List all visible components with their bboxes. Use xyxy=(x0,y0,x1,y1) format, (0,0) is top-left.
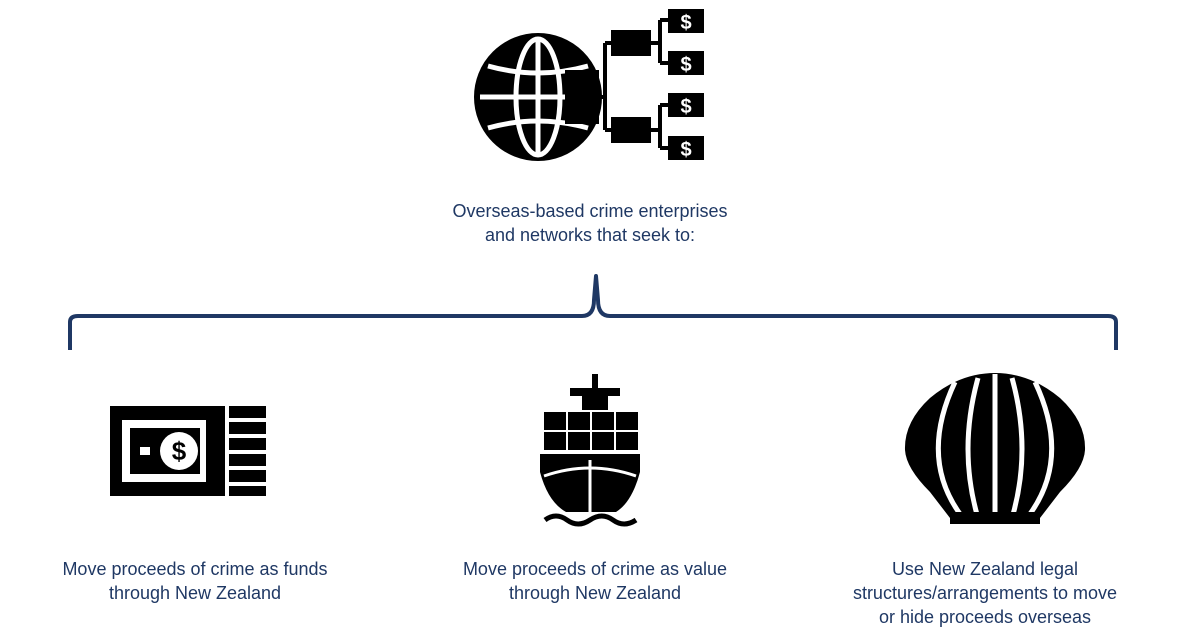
caption-move-funds-line1: Move proceeds of crime as funds xyxy=(62,559,328,579)
svg-text:$: $ xyxy=(680,96,691,118)
svg-text:$: $ xyxy=(680,54,691,76)
caption-legal-structures-line1: Use New Zealand legal xyxy=(891,559,1079,579)
money-transfer-icon: $ xyxy=(110,406,266,496)
caption-move-value: Move proceeds of crime as value through … xyxy=(400,557,790,605)
header-caption: Overseas-based crime enterprises and net… xyxy=(340,199,840,247)
caption-legal-structures: Use New Zealand legal structures/arrange… xyxy=(790,557,1180,629)
caption-legal-structures-line2: structures/arrangements to move xyxy=(852,583,1118,603)
header-caption-line2: and networks that seek to: xyxy=(484,225,696,245)
svg-text:$: $ xyxy=(680,12,691,34)
caption-move-value-line2: through New Zealand xyxy=(508,583,682,603)
header-caption-line1: Overseas-based crime enterprises xyxy=(452,201,728,221)
svg-text:$: $ xyxy=(680,139,691,161)
caption-move-value-line1: Move proceeds of crime as value xyxy=(462,559,728,579)
shell-icon xyxy=(904,373,1086,524)
cargo-ship-icon xyxy=(540,374,640,527)
caption-move-funds: Move proceeds of crime as funds through … xyxy=(0,557,390,605)
caption-legal-structures-line3: or hide proceeds overseas xyxy=(878,607,1092,627)
caption-move-funds-line2: through New Zealand xyxy=(108,583,282,603)
globe-network-money-icon: $ $ $ $ xyxy=(474,9,704,161)
svg-text:$: $ xyxy=(172,436,187,466)
